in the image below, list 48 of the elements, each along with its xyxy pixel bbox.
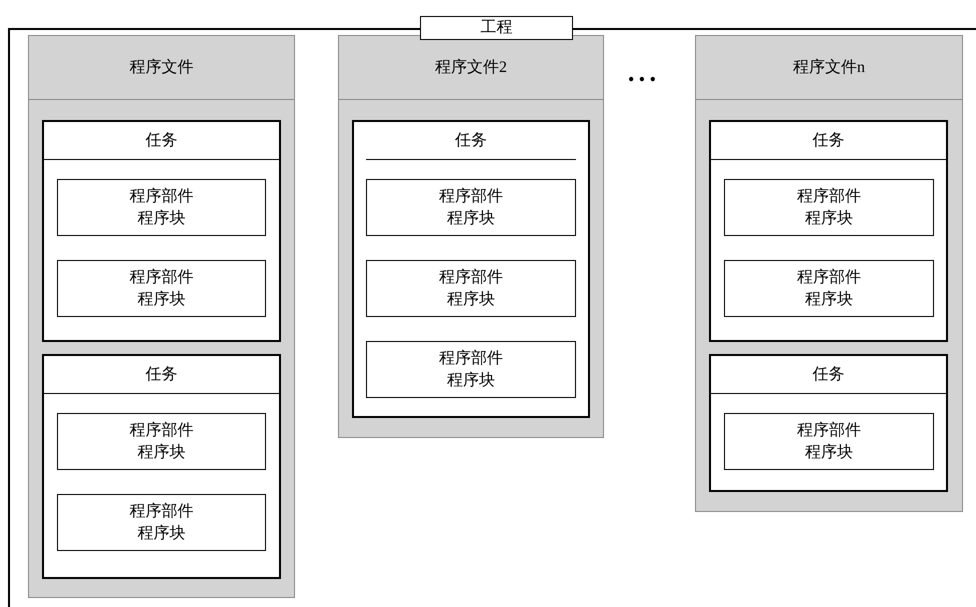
unit-label: 程序块 [447,370,495,390]
task-box [42,354,281,579]
task-heading: 任务 [146,130,178,150]
panel-heading: 程序文件2 [435,58,507,78]
program-unit-box [57,494,266,551]
unit-label: 程序块 [138,442,186,462]
unit-label: 程序部件 [439,268,503,288]
unit-label: 程序块 [138,524,186,544]
program-file-panel [28,35,295,598]
ellipsis-label: • • • [628,68,656,91]
unit-label: 程序部件 [439,186,503,206]
task-heading: 任务 [146,364,178,384]
unit-label: 程序块 [138,290,186,310]
program-file-panel [695,35,963,512]
program-unit-box [57,413,266,470]
task-box [709,354,948,492]
program-file-panel [338,35,604,438]
unit-label: 程序块 [447,208,495,228]
unit-label: 程序块 [447,290,495,310]
program-unit-box [366,179,576,236]
program-unit-box [57,179,266,236]
unit-label: 程序部件 [130,268,194,288]
program-unit-box [724,260,934,317]
unit-label: 程序部件 [439,348,503,368]
unit-label: 程序部件 [797,268,861,288]
program-unit-box [366,260,576,317]
unit-label: 程序部件 [130,420,194,440]
unit-label: 程序部件 [130,186,194,206]
project-title: 工程 [420,16,573,40]
panel-heading: 程序文件 [130,58,194,78]
program-unit-box [366,341,576,398]
unit-label: 程序块 [805,208,853,228]
program-unit-box [57,260,266,317]
unit-label: 程序部件 [797,186,861,206]
unit-label: 程序块 [805,290,853,310]
task-box [709,120,948,342]
unit-label: 程序部件 [130,502,194,522]
task-box [352,120,590,418]
task-box [42,120,281,342]
task-heading: 任务 [812,364,844,384]
unit-label: 程序部件 [797,420,861,440]
task-heading: 任务 [455,130,487,150]
program-unit-box [724,413,934,470]
program-unit-box [724,179,934,236]
unit-label: 程序块 [805,442,853,462]
unit-label: 程序块 [138,208,186,228]
task-heading: 任务 [812,130,844,150]
panel-heading: 程序文件n [793,58,865,78]
